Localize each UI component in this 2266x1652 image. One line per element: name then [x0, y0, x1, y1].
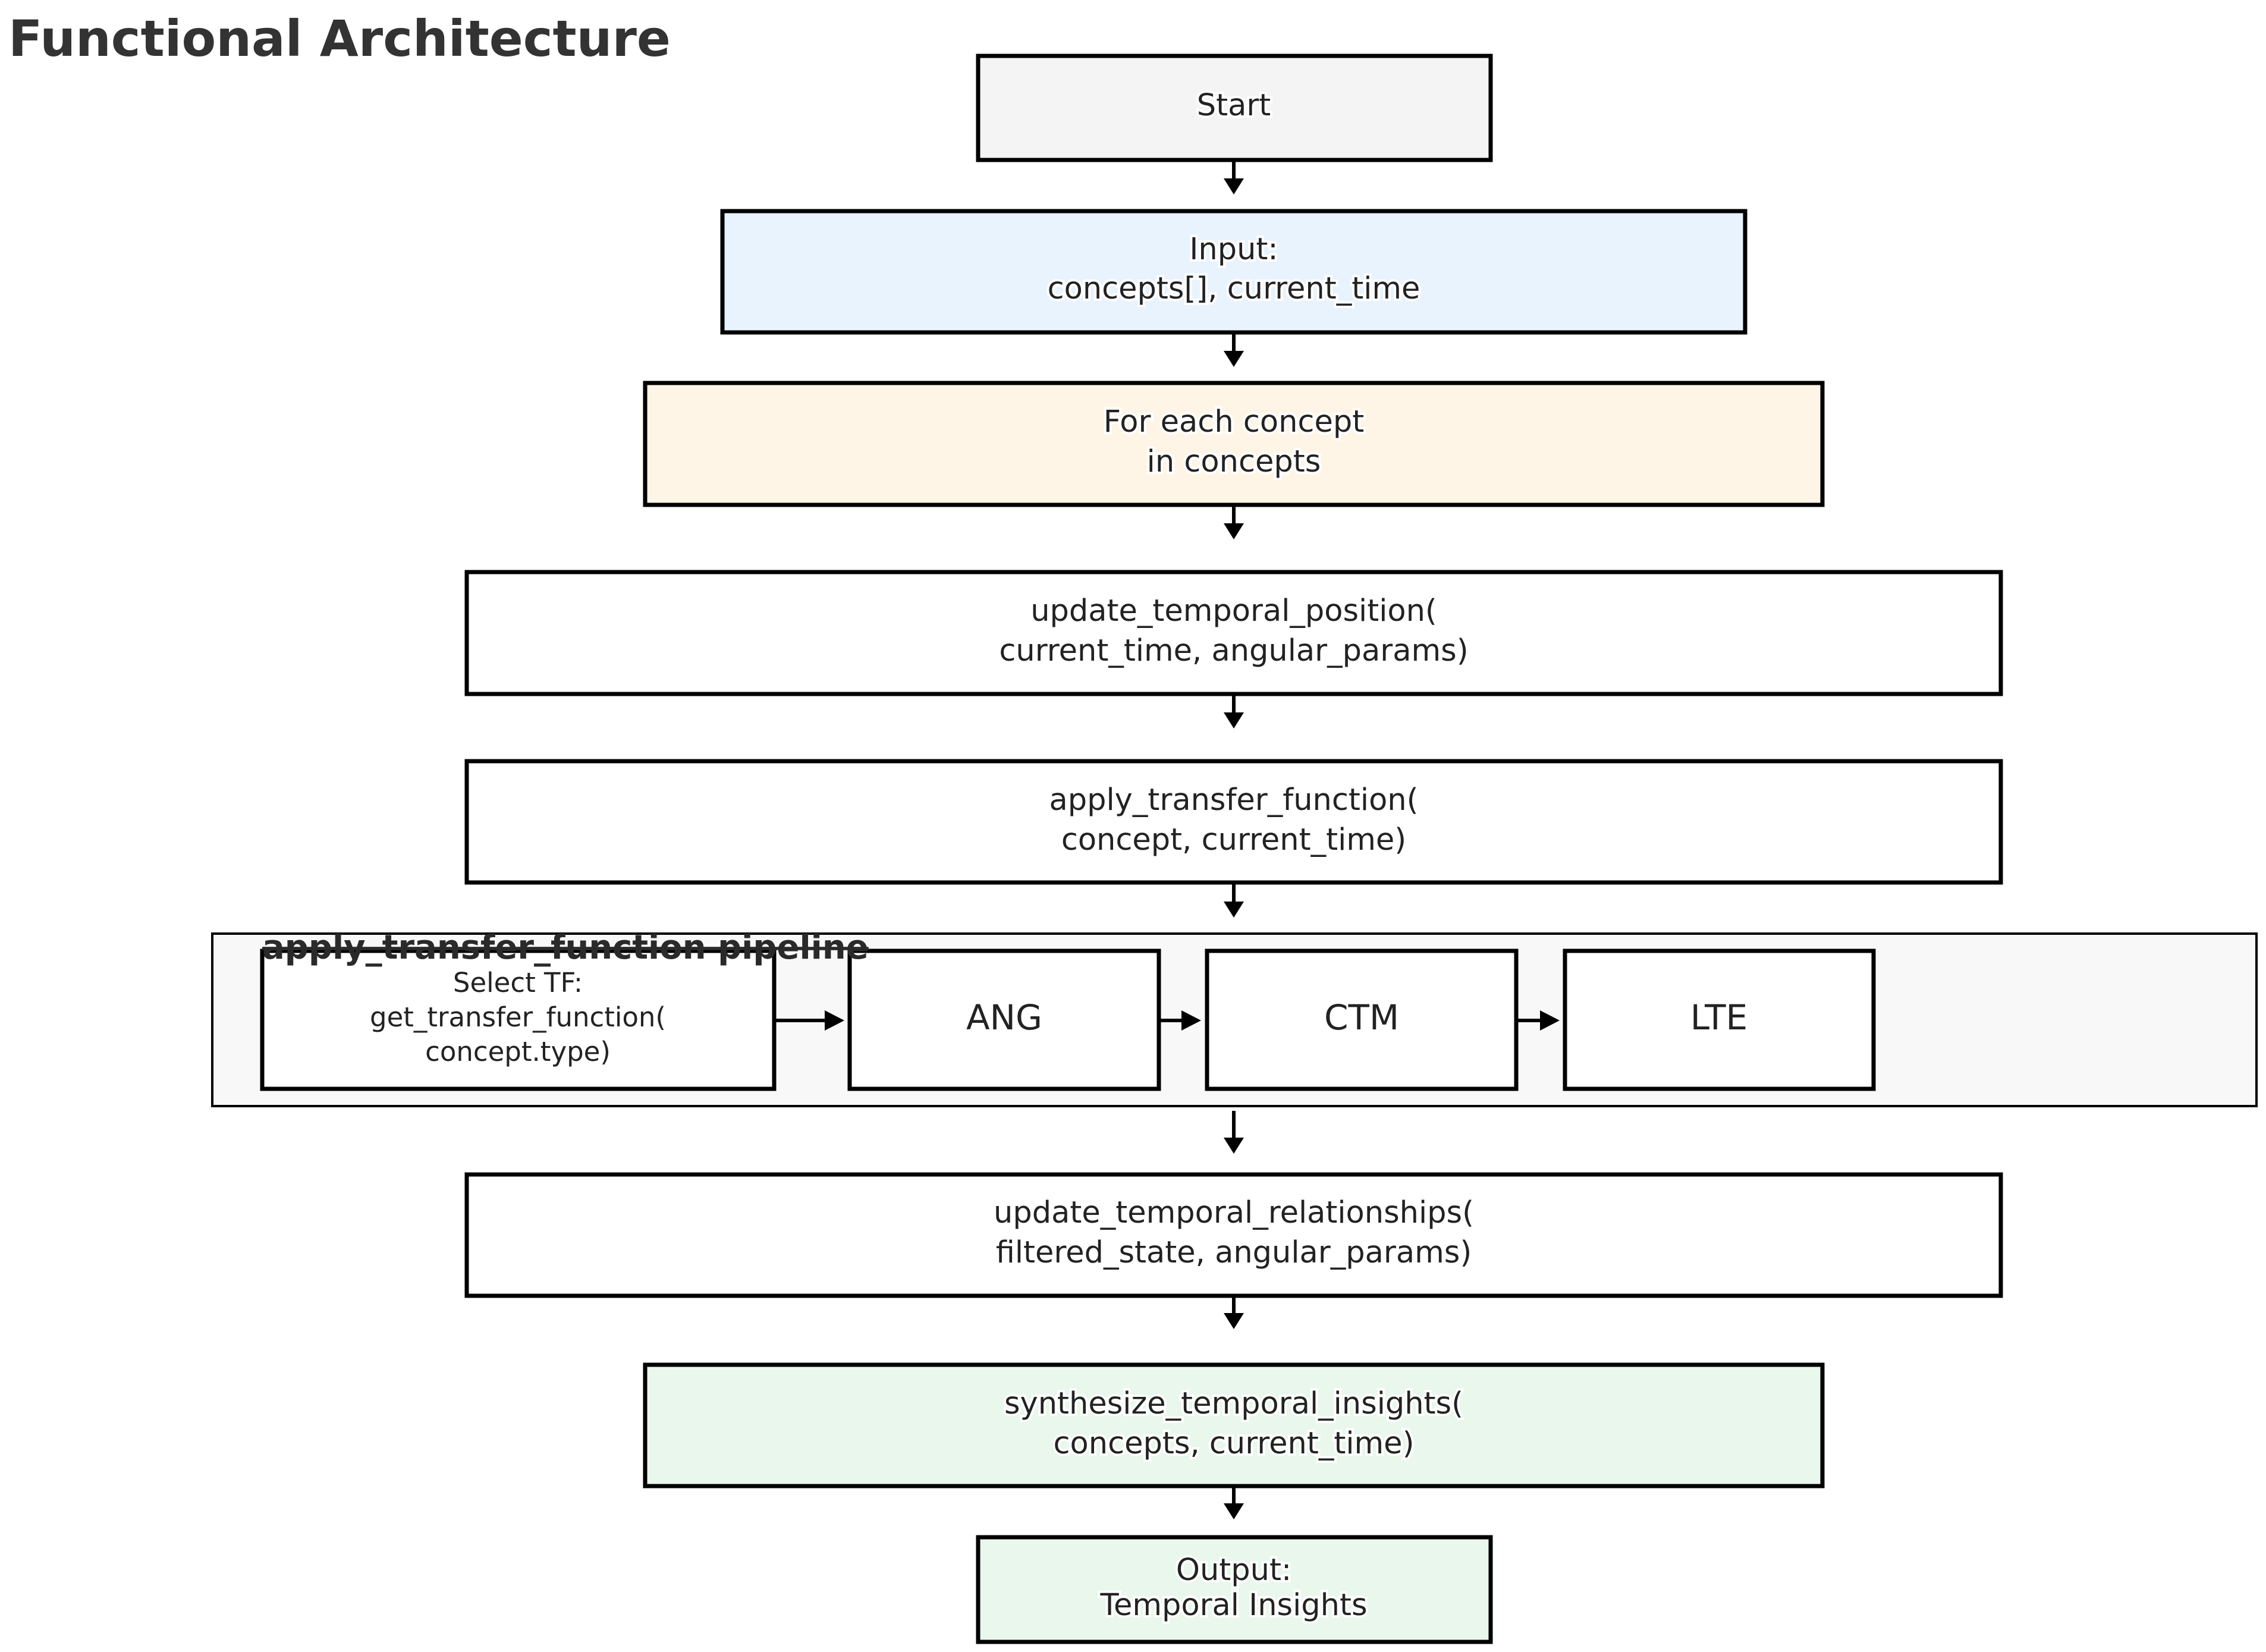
diagram-title: Functional Architecture: [8, 10, 671, 68]
edges: [1224, 161, 1244, 1519]
update-position-line-2: current_time, angular_params): [999, 633, 1468, 668]
loop-node: For each concept in concepts: [643, 381, 1825, 507]
stage-ang-label: ANG: [966, 997, 1042, 1038]
pipeline-group: Select TF: get_transfer_function( concep…: [211, 928, 2258, 1107]
apply-tf-node: apply_transfer_function( concept, curren…: [464, 759, 2003, 885]
edge-update-position-to-apply-tf: [1224, 695, 1244, 728]
stage-lte-box: [1563, 949, 1876, 1091]
stage-ctm-label: CTM: [1324, 997, 1399, 1038]
loop-line-2: in concepts: [1147, 444, 1321, 479]
stage-ang-box: [847, 949, 1161, 1091]
select-tf-node: Select TF: get_transfer_function( concep…: [260, 949, 777, 1091]
input-box: [720, 209, 1748, 335]
edge-synthesize-to-output: [1224, 1487, 1244, 1519]
apply-tf-box: [464, 759, 2003, 885]
start-box: [976, 54, 1493, 162]
output-line-2: Temporal Insights: [1099, 1588, 1367, 1623]
edge-pipeline-to-update-relationships: [1224, 1111, 1244, 1154]
edge-start-to-input: [1224, 161, 1244, 194]
select-tf-line-3: concept.type): [425, 1036, 611, 1067]
loop-line-1: For each concept: [1104, 404, 1364, 439]
update-position-node: update_temporal_position( current_time, …: [464, 570, 2003, 696]
select-tf-box: [260, 949, 777, 1091]
input-line-1: Input:: [1189, 232, 1278, 267]
stage-lte-label: LTE: [1690, 997, 1748, 1038]
edge-update-relationships-to-synthesize: [1224, 1296, 1244, 1329]
update-relationships-line-2: filtered_state, angular_params): [996, 1235, 1472, 1270]
update-relationships-box: [464, 1172, 2003, 1298]
start-node: Start: [976, 54, 1493, 162]
pipeline-edge-select-to-ang: [775, 1010, 844, 1031]
synthesize-line-2: concepts, current_time): [1054, 1426, 1415, 1461]
start-label: Start: [1197, 88, 1271, 123]
stage-ctm-node: CTM: [1205, 949, 1519, 1091]
edge-apply-tf-to-pipeline: [1224, 884, 1244, 918]
pipeline-edge-ctm-to-lte: [1517, 1010, 1560, 1031]
synthesize-box: [643, 1362, 1825, 1488]
pipeline-group-label: apply_transfer_function pipeline: [262, 928, 869, 967]
update-relationships-line-1: update_temporal_relationships(: [994, 1195, 1474, 1230]
output-line-1: Output:: [1176, 1553, 1291, 1588]
input-node: Input: concepts[], current_time: [720, 209, 1748, 335]
edge-loop-to-update-position: [1224, 505, 1244, 539]
synthesize-node: synthesize_temporal_insights( concepts, …: [643, 1362, 1825, 1488]
synthesize-line-1: synthesize_temporal_insights(: [1004, 1386, 1463, 1421]
stage-ctm-box: [1205, 949, 1519, 1091]
loop-box: [643, 381, 1825, 507]
edge-input-to-loop: [1224, 333, 1244, 367]
update-relationships-node: update_temporal_relationships( filtered_…: [464, 1172, 2003, 1298]
update-position-line-1: update_temporal_position(: [1030, 593, 1437, 629]
select-tf-line-2: get_transfer_function(: [370, 1001, 666, 1033]
stage-ang-node: ANG: [847, 949, 1161, 1091]
output-box: [976, 1535, 1493, 1644]
output-node: Output: Temporal Insights: [976, 1535, 1493, 1644]
select-tf-line-1: Select TF:: [453, 967, 583, 998]
update-position-box: [464, 570, 2003, 696]
input-line-2: concepts[], current_time: [1048, 271, 1420, 306]
apply-tf-line-2: concept, current_time): [1061, 822, 1406, 858]
pipeline-edge-ang-to-ctm: [1160, 1010, 1201, 1031]
stage-lte-node: LTE: [1563, 949, 1876, 1091]
apply-tf-line-1: apply_transfer_function(: [1049, 783, 1419, 818]
